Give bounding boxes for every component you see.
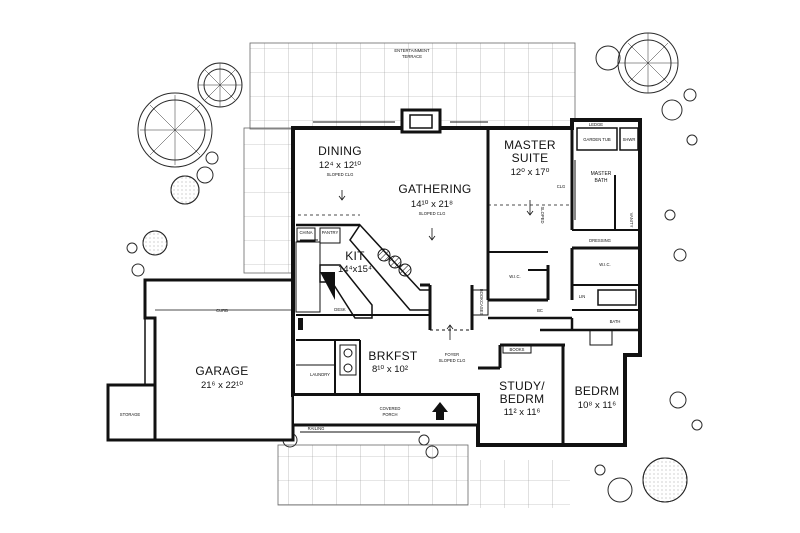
garage-label: GARAGE (195, 364, 248, 378)
master-bath-label-2: BATH (595, 178, 608, 184)
front-walk-paving (277, 444, 570, 508)
gathering-dim: 14¹⁰ x 21⁸ (411, 199, 453, 210)
shower-label: SHWR (623, 137, 636, 142)
study-label-2: BEDRM (500, 392, 545, 406)
dining-dim: 12⁴ x 12¹⁰ (319, 160, 361, 171)
bookcases-label: BOOKCASES (479, 289, 484, 316)
landscaping (126, 32, 703, 503)
lin-label: LIN (579, 294, 586, 299)
master-label-2: SUITE (512, 151, 549, 165)
tree-upper-left (197, 62, 243, 108)
curb-label: CURB (216, 308, 228, 313)
storage-label: STORAGE (120, 412, 141, 417)
tree-upper-right (595, 32, 698, 262)
books-label: BOOKS (510, 347, 525, 352)
tree-large-left (137, 92, 213, 168)
garden-tub-label: GARDEN TUB (583, 137, 611, 142)
garage-dim: 21⁶ x 22¹⁰ (201, 380, 243, 391)
dining-label: DINING (318, 144, 362, 158)
dressing-label: DRESSING (589, 238, 611, 243)
bedrm-dim: 10⁸ x 11⁶ (578, 400, 616, 411)
terrace-label-2: TERRACE (402, 54, 422, 59)
wic-left-label: W.I.C. (509, 274, 520, 279)
ceiling-arrows (298, 190, 572, 340)
room-labels: ENTERTAINMENT TERRACE DINING 12⁴ x 12¹⁰ … (120, 48, 636, 431)
bath-label: BATH (610, 319, 621, 324)
kit-label: KIT (345, 249, 365, 263)
railing-label: RAILING (308, 426, 325, 431)
covered-label: COVERED (380, 406, 401, 411)
gathering-label: GATHERING (398, 182, 471, 196)
dining-note: SLOPED CLG (327, 172, 354, 177)
ledge-label: LEDGE (589, 122, 603, 127)
wall-fills (298, 248, 448, 420)
china-label: CHINA (299, 230, 312, 235)
brkfst-label: BRKFST (368, 349, 418, 363)
clg-label: CLG (557, 184, 566, 189)
pantry-label: PANTRY (322, 230, 339, 235)
shrub-left (126, 151, 219, 277)
bedrm-label: BEDRM (575, 384, 620, 398)
foyer-note: SLOPED CLG (439, 358, 466, 363)
study-label-1: STUDY/ (499, 379, 545, 393)
bc-label: BC (537, 308, 543, 313)
master-bath-label-1: MASTER (591, 171, 612, 177)
brkfst-dim: 8¹⁰ x 10² (372, 364, 408, 375)
sloped-label: SLOPED (540, 207, 545, 224)
house-walls (291, 108, 642, 447)
laundry-label: LAUNDRY (310, 372, 330, 377)
vanity-label: VANITY (629, 213, 634, 228)
foyer-label: FOYER (445, 352, 459, 357)
master-dim: 12⁰ x 17⁰ (511, 167, 550, 178)
kit-dim: 14⁴x15⁴ (338, 264, 372, 275)
wic-right-label: W.I.C. (599, 262, 610, 267)
desk-label: DESK (334, 307, 346, 312)
study-dim: 11² x 11⁶ (504, 407, 541, 418)
gathering-note: SLOPED CLG (419, 211, 446, 216)
terrace-label-1: ENTERTAINMENT (394, 48, 430, 53)
master-label-1: MASTER (504, 138, 556, 152)
tree-lower-right (594, 391, 703, 503)
porch-label: PORCH (382, 412, 397, 417)
